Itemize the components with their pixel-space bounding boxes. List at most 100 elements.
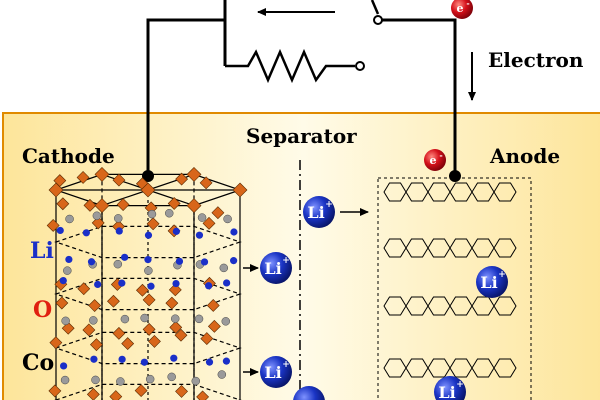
lithium-atom [140,358,149,366]
oxygen-atom [202,216,216,230]
lithium-atom [204,282,213,290]
switch-terminal [373,15,383,25]
lithium-atom [87,258,96,266]
lithium-atom [59,277,67,285]
oxygen-atom [76,171,90,184]
cobalt-atom [120,314,130,324]
oxygen-atom [186,166,202,182]
lithium-atom [175,257,184,265]
oxygen-atom [165,296,179,310]
oxygen-atom [48,384,62,398]
graphite-ring [493,358,517,378]
cathode-label: Cathode [22,144,115,168]
oxygen-atom [48,182,64,198]
svg-text:+: + [282,360,290,370]
oxygen-atom [109,390,123,400]
oxygen-atom [169,320,183,334]
cobalt-atom [92,211,102,221]
oxygen-atom [196,390,210,400]
oxygen-atom [112,326,126,340]
lithium-atom [121,253,129,261]
lithium-atom [172,279,180,288]
oxygen-atom [49,336,63,350]
lithium-atom [118,355,126,363]
cobalt-atom [116,377,125,386]
cobalt-atom [114,214,123,223]
svg-text:-: - [466,0,469,8]
oxygen-atom [199,176,213,190]
lithium-ion: Li + [434,376,466,400]
external-circuit [146,0,457,176]
cathode-wire [146,18,225,176]
lithium-atom [223,279,231,287]
oxygen-atom [142,322,156,336]
lithium-atom [230,257,238,265]
svg-text:+: + [498,270,506,280]
cathode-junction [142,170,154,182]
cobalt-atom [113,259,123,269]
lithium-atom [195,231,204,239]
oxygen-atom [107,294,120,308]
oxygen-atom [56,197,70,211]
cobalt-atom [223,214,232,224]
cobalt-atom [197,213,207,222]
graphite-ring [493,296,517,316]
oxygen-atom [175,172,189,186]
anode-label: Anode [489,144,560,168]
svg-text:+: + [456,380,464,390]
lattice-spoke [147,173,195,191]
cobalt-atom [170,314,180,323]
cobalt-atom [60,375,70,385]
lithium-atom [56,226,64,235]
cobalt-atom [217,370,227,379]
oxygen-atom [186,198,202,214]
lithium-ion: Li + [303,196,335,228]
svg-text:Li: Li [480,273,497,292]
cobalt-atom [191,376,201,386]
anode-junction [449,170,461,182]
cobalt-atom [221,317,231,326]
lithium-atom [205,358,214,366]
lithium-ion: Li + [260,252,292,284]
lithium-atom [115,227,123,235]
cobalt-atom [145,374,155,384]
lithium-atom [200,258,209,266]
li-label: Li [30,238,54,264]
oxygen-atom [55,296,69,310]
svg-text:+: + [282,256,290,266]
svg-text:Li: Li [264,363,281,382]
oxygen-atom [116,198,130,212]
graphite-ring [493,238,517,258]
oxygen-atom [77,282,91,296]
graphite-ring [493,182,517,202]
oxygen-atom [168,283,182,297]
oxygen-atom [61,321,75,335]
oxygen-atom [121,337,135,351]
lithium-atom [60,362,68,370]
electron-label: Electron [488,48,584,72]
oxygen-atom [211,206,225,220]
cobalt-atom [140,313,149,323]
oxygen-atom [148,334,161,348]
anode-wire [375,18,457,176]
lithium-ion [293,386,325,400]
lithium-atom [144,256,152,264]
electron: e - [451,0,473,19]
cobalt-atom [144,266,153,275]
lithium-atom [144,231,153,239]
lithium-atom [147,282,155,290]
lithium-atom [65,255,73,264]
co-label: Co [22,350,54,376]
cobalt-atom [61,316,70,326]
oxygen-atom [82,323,96,337]
graphite-layers [383,182,517,378]
oxygen-atom [146,217,160,231]
switch-lever [370,0,380,15]
oxygen-atom [94,166,110,182]
oxygen-atom [206,299,220,312]
lithium-atom [172,227,180,235]
oxygen-atom [167,197,181,210]
oxygen-atom [91,216,105,230]
oxygen-atom [94,198,110,214]
